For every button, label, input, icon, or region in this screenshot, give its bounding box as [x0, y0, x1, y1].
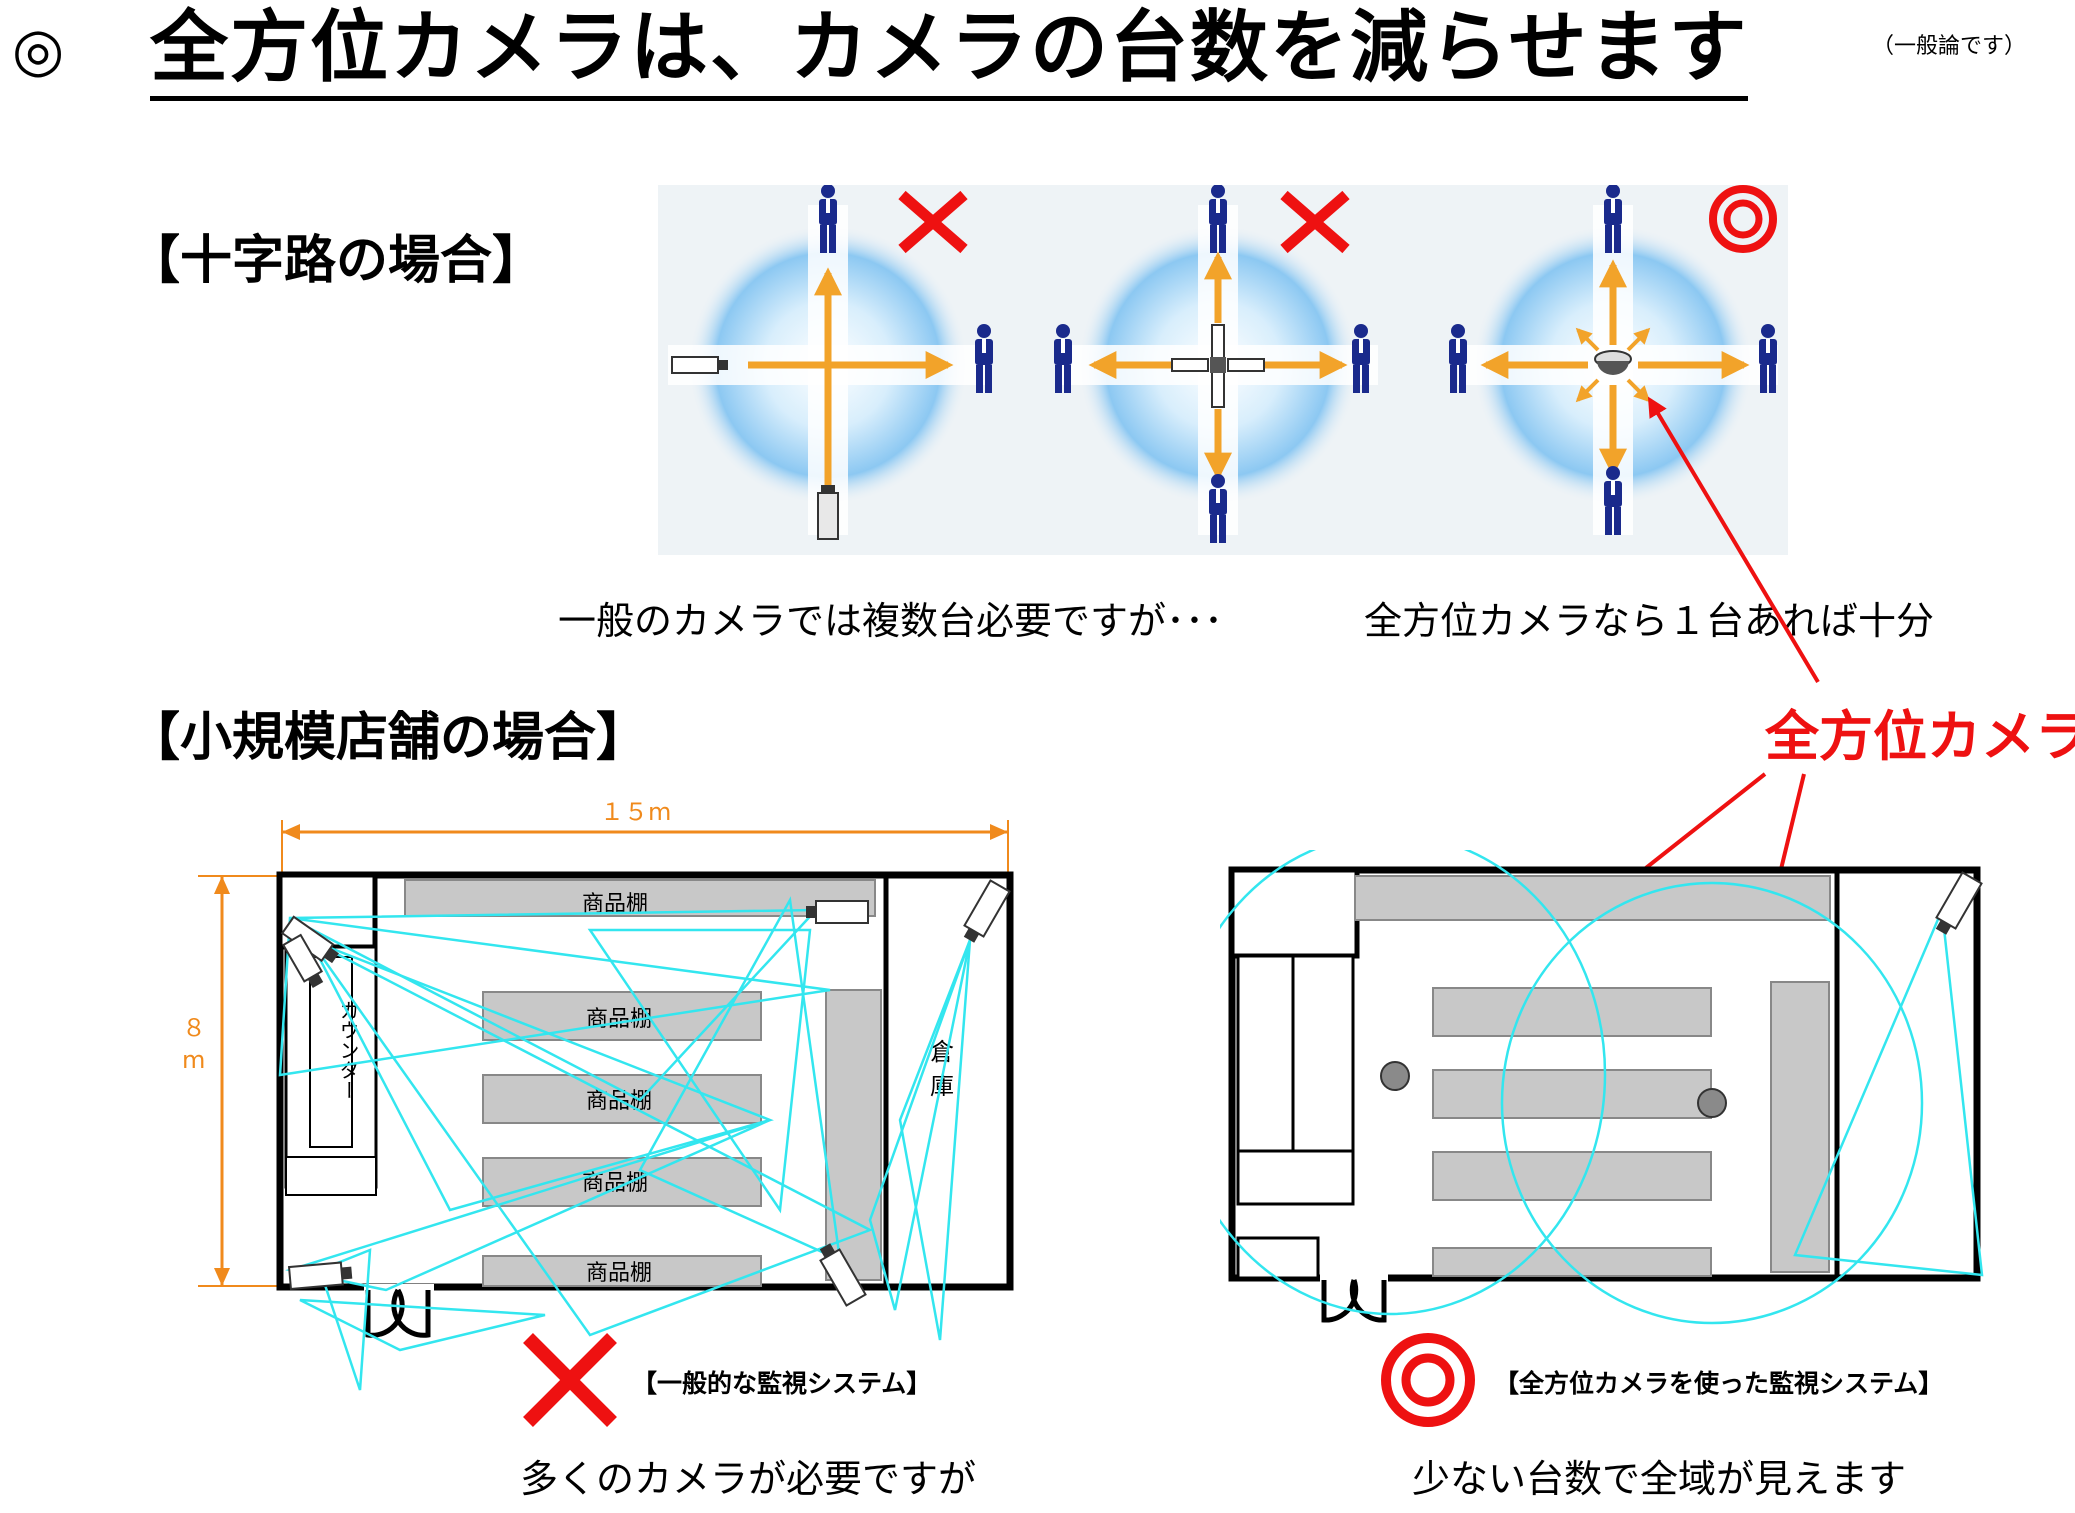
box-camera-icon	[819, 1243, 867, 1307]
omni-camera-callout: 全方位カメラ	[1765, 705, 2075, 768]
box-camera-icon	[287, 1261, 353, 1291]
camera-fov-lines	[278, 896, 972, 1391]
double-circle-icon	[1381, 1333, 1475, 1427]
height-label-2: m	[182, 1046, 205, 1074]
width-dimension: １５m	[281, 798, 1009, 872]
crossroad-diagram	[658, 185, 1788, 555]
counter-label: カウンター	[336, 1000, 360, 1100]
shelf	[1432, 987, 1712, 1037]
height-label-1: ８	[182, 1014, 206, 1042]
page-title: 全方位カメラは、カメラの台数を減らせます	[150, 0, 1749, 101]
shelf	[404, 879, 876, 917]
caption-general-camera: 一般のカメラでは複数台必要ですが･･･	[558, 599, 1224, 643]
callout-arrow	[1647, 396, 1820, 684]
box-camera-icon	[671, 356, 728, 374]
shelf	[1432, 1151, 1712, 1201]
shelf-label: 商品棚	[586, 1089, 652, 1114]
double-circle-icon	[1709, 185, 1777, 253]
crossroad-panel-1	[668, 185, 993, 540]
floorplan-omni	[1220, 850, 1984, 1325]
omni-fov-circles	[1220, 850, 1924, 1325]
crossroad-panel-3	[1449, 185, 1778, 535]
omni-camera-icon	[1697, 1088, 1727, 1118]
crossroad-heading: 【十字路の場合】	[128, 231, 545, 291]
box-camera-icon	[281, 933, 324, 989]
entrance-door	[364, 1284, 434, 1338]
cross-mark-icon	[1280, 190, 1350, 254]
width-label: １５m	[600, 798, 671, 826]
box-camera-icon	[817, 485, 839, 540]
shelf	[1432, 1069, 1712, 1119]
box-camera-icon	[1935, 871, 1983, 935]
shelf	[1770, 981, 1830, 1273]
shelf-label: 商品棚	[586, 1261, 652, 1286]
general-system-caption: 多くのカメラが必要ですが	[520, 1457, 977, 1501]
caption-omni-camera: 全方位カメラなら１台あれば十分	[1364, 599, 1935, 643]
shelf	[482, 991, 762, 1041]
box-camera-icon	[963, 879, 1011, 943]
box-camera-icon	[806, 900, 869, 924]
cross-mark-icon	[523, 1333, 617, 1427]
title-mark: ◎	[12, 15, 65, 85]
counter	[1291, 954, 1355, 1153]
floorplan-general: １５m ８ m カウンター 商品棚 商品棚 商品棚 商品棚 商品棚 倉 庫	[182, 798, 1014, 1391]
cross-mark-icon	[898, 190, 968, 254]
general-system-label: 【一般的な監視システム】	[632, 1369, 932, 1398]
height-dimension: ８ m	[182, 875, 282, 1287]
shelf	[1432, 1247, 1712, 1277]
shelf	[1354, 875, 1831, 921]
crossroad-panel-2	[1054, 185, 1378, 543]
omni-system-label: 【全方位カメラを使った監視システム】	[1494, 1369, 1944, 1398]
camera-fov-lines	[1793, 905, 1984, 1277]
store-heading: 【小規模店舗の場合】	[128, 708, 649, 768]
omni-camera-icon	[1594, 350, 1632, 375]
general-note: （一般論です）	[1872, 34, 2027, 59]
omni-system-caption: 少ない台数で全域が見えます	[1412, 1457, 1907, 1501]
multi-camera-icon	[1171, 324, 1265, 408]
omni-camera-icon	[1380, 1061, 1410, 1091]
